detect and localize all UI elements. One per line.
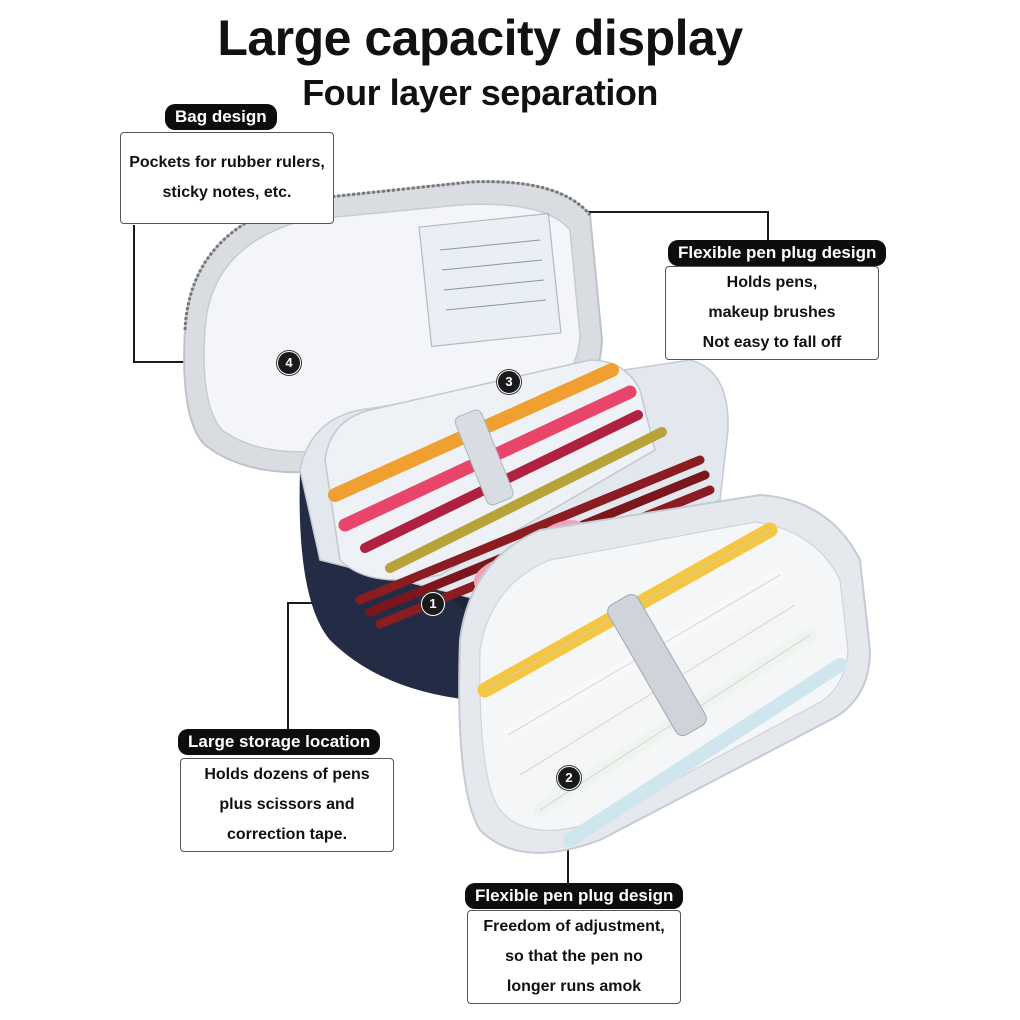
pen-plug-top-line-2: makeup brushes: [708, 304, 836, 321]
page-title: Large capacity display: [217, 10, 743, 66]
pen-plug-top-box: Holds pens, makeup brushes Not easy to f…: [665, 266, 879, 360]
elastic-bands: [454, 409, 514, 506]
pen-plug-bottom-tag: Flexible pen plug design: [465, 883, 684, 909]
storage-line-2: plus scissors and: [219, 796, 355, 813]
bag-design-tag: Bag design: [165, 104, 277, 130]
storage-tag: Large storage location: [178, 729, 381, 755]
storage-box: Holds dozens of pens plus scissors and c…: [180, 758, 394, 852]
bag-design-line-1: Pockets for rubber rulers,: [129, 154, 325, 171]
pen-plug-top-tag: Flexible pen plug design: [668, 240, 887, 266]
ruler: [418, 212, 562, 348]
pen-plug-bottom-line-2: so that the pen no: [505, 948, 643, 965]
bag-design-box: Pockets for rubber rulers, sticky notes,…: [120, 132, 334, 224]
pen-plug-bottom-line-3: longer runs amok: [506, 978, 642, 995]
marker-2: 2: [557, 766, 581, 790]
pen-plug-top-line-3: Not easy to fall off: [702, 334, 842, 351]
pen-plug-bottom-box: Freedom of adjustment, so that the pen n…: [467, 910, 681, 1004]
marker-4: 4: [277, 351, 301, 375]
pen-plug-top-line-1: Holds pens,: [726, 274, 818, 291]
page-subtitle: Four layer separation: [302, 72, 658, 113]
storage-line-3: correction tape.: [226, 826, 348, 843]
marker-3: 3: [497, 370, 521, 394]
bag-design-line-2: sticky notes, etc.: [162, 184, 292, 201]
pen-plug-bottom-line-1: Freedom of adjustment,: [483, 918, 665, 935]
marker-1: 1: [421, 592, 445, 616]
storage-line-1: Holds dozens of pens: [204, 766, 370, 783]
